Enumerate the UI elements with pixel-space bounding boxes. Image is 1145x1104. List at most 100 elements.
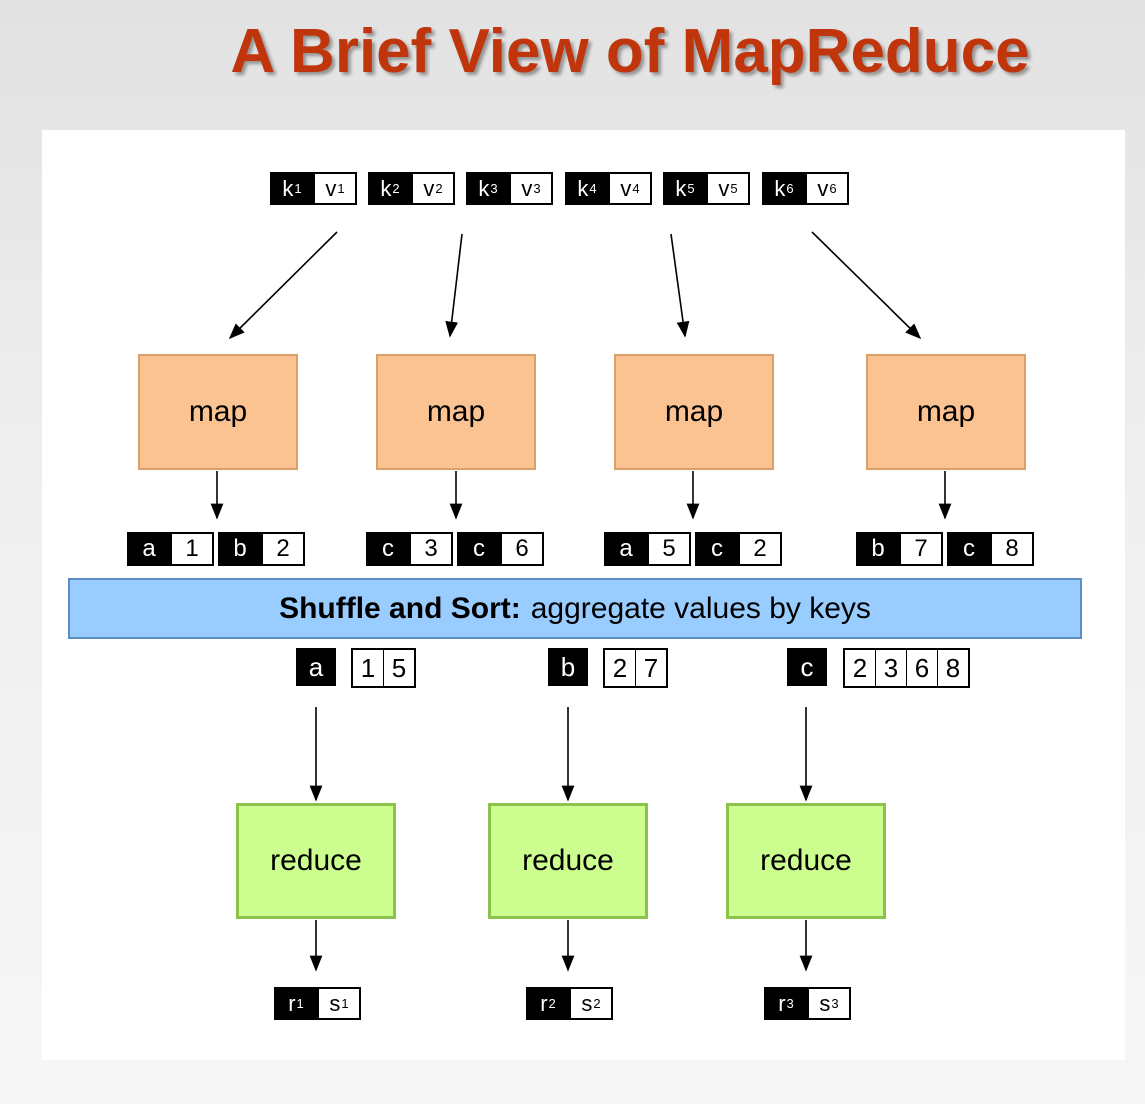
group-values-b: 2 7 <box>603 648 668 688</box>
arrow-input-map2 <box>445 233 463 338</box>
output-value: 2 <box>739 532 782 566</box>
key-letter: k <box>282 175 294 201</box>
value-subscript: 2 <box>435 181 443 196</box>
group-value: 3 <box>875 650 906 686</box>
value-letter: v <box>817 175 829 201</box>
shuffle-label: Shuffle and Sort: <box>279 591 521 625</box>
map-output-1: a 1 b 2 <box>127 532 305 566</box>
output-value: 3 <box>410 532 453 566</box>
output-key: c <box>947 532 991 566</box>
value-letter: v <box>325 175 337 201</box>
output-value: 6 <box>501 532 544 566</box>
output-key: a <box>127 532 171 566</box>
key-letter: k <box>675 175 687 201</box>
shuffle-sort-bar: Shuffle and Sort: aggregate values by ke… <box>68 578 1082 639</box>
group-value: 5 <box>383 650 414 686</box>
key-letter: k <box>577 175 589 201</box>
result-value-subscript: 2 <box>593 996 601 1011</box>
key-letter: k <box>774 175 786 201</box>
key-letter: k <box>478 175 490 201</box>
result-value-letter: s <box>819 990 831 1016</box>
group-value: 1 <box>360 652 376 683</box>
output-key: c <box>457 532 501 566</box>
reduce-box-1: reduce <box>236 803 396 919</box>
shuffle-description: aggregate values by keys <box>530 591 871 625</box>
output-key: c <box>695 532 739 566</box>
key-subscript: 5 <box>687 181 695 196</box>
value-subscript: 4 <box>632 181 640 196</box>
result-key-letter: r <box>778 990 786 1016</box>
map-box-1: map <box>138 354 298 470</box>
result-value-subscript: 1 <box>341 996 349 1011</box>
result-key-subscript: 1 <box>296 996 304 1011</box>
group-values-c: 2 3 6 8 <box>843 648 970 688</box>
result-value-letter: s <box>581 990 593 1016</box>
slide-title: A Brief View of MapReduce <box>230 17 1030 86</box>
map-output-3: a 5 c 2 <box>604 532 782 566</box>
reduce-box-2: reduce <box>488 803 648 919</box>
value-letter: v <box>423 175 435 201</box>
value-letter: v <box>521 175 533 201</box>
arrow-input-map4 <box>811 231 922 340</box>
group-values-a: 1 5 <box>351 648 416 688</box>
output-key: b <box>856 532 900 566</box>
group-value: 8 <box>937 650 968 686</box>
key-subscript: 3 <box>490 181 498 196</box>
map-output-2: c 3 c 6 <box>366 532 544 566</box>
key-subscript: 1 <box>294 181 302 196</box>
value-letter: v <box>718 175 730 201</box>
output-value: 1 <box>171 532 214 566</box>
group-key-c: c <box>787 648 827 686</box>
value-subscript: 3 <box>533 181 541 196</box>
map-box-3: map <box>614 354 774 470</box>
output-key: c <box>366 532 410 566</box>
result-value-letter: s <box>329 990 341 1016</box>
output-key: a <box>604 532 648 566</box>
result-key-letter: r <box>288 990 296 1016</box>
value-subscript: 1 <box>337 181 345 196</box>
map-box-2: map <box>376 354 536 470</box>
group-value: 2 <box>852 652 868 683</box>
output-value: 8 <box>991 532 1034 566</box>
group-value: 7 <box>635 650 666 686</box>
key-letter: k <box>380 175 392 201</box>
map-output-4: b 7 c 8 <box>856 532 1034 566</box>
result-key-subscript: 3 <box>786 996 794 1011</box>
output-key: b <box>218 532 262 566</box>
output-value: 7 <box>900 532 943 566</box>
group-value: 2 <box>612 652 628 683</box>
value-subscript: 6 <box>829 181 837 196</box>
group-value: 6 <box>906 650 937 686</box>
result-value-subscript: 3 <box>831 996 839 1011</box>
value-subscript: 5 <box>730 181 738 196</box>
group-key-a: a <box>296 648 336 686</box>
key-subscript: 6 <box>786 181 794 196</box>
arrow-input-map1 <box>228 231 338 340</box>
result-key-letter: r <box>540 990 548 1016</box>
